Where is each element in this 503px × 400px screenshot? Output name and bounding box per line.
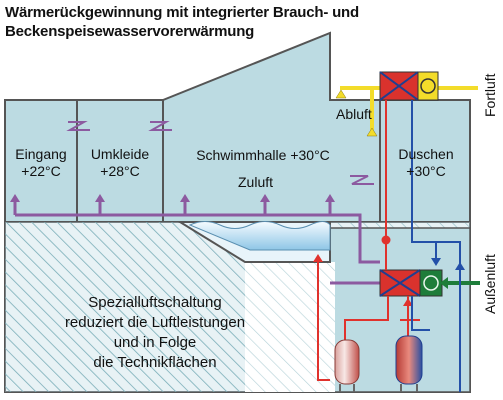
note-line-1: Spezialluftschaltung <box>88 294 222 311</box>
exhaust-grilles <box>335 89 378 137</box>
label-zuluft: Zuluft <box>238 174 274 190</box>
room-label-schwimmhalle: Schwimmhalle +30°C <box>196 147 330 163</box>
room-temp-duschen: +30°C <box>406 163 446 179</box>
hot-water-tank <box>395 335 423 392</box>
room-name-umkleide: Umkleide <box>90 146 150 162</box>
room-temp-eingang: +22°C <box>21 163 61 179</box>
room-label-duschen: Duschen +30°C <box>384 146 468 180</box>
exhaust-air-duct <box>340 86 478 130</box>
roof-heat-recovery-unit <box>379 71 439 101</box>
room-label-umkleide: Umkleide +28°C <box>79 146 161 180</box>
room-name-eingang: Eingang <box>15 146 67 162</box>
cold-water-pipes <box>411 100 461 392</box>
supply-outlet-arrows <box>10 194 335 202</box>
room-temp-umkleide: +28°C <box>100 163 140 179</box>
note-line-2: reduziert die Luftleistungen <box>64 314 246 331</box>
label-aussenluft: Außenluft <box>482 254 498 314</box>
hot-water-arrows <box>313 235 413 306</box>
title-line-2: Beckenspeisewasservorerwärmung <box>5 23 255 40</box>
diagram-title: Wärmerückgewinnung mit integrierter Brau… <box>5 3 359 41</box>
basement-note: Spezialluftschaltung reduziert die Luftl… <box>35 293 275 373</box>
preheat-tank <box>334 339 360 392</box>
note-line-3: und in Folge <box>113 334 197 351</box>
basement-heat-recovery-unit <box>379 269 443 297</box>
room-name-duschen: Duschen <box>398 146 454 162</box>
cold-water-arrows <box>431 258 465 270</box>
note-line-4: die Technikflächen <box>93 354 217 371</box>
supply-air-duct <box>13 200 380 285</box>
title-line-1: Wärmerückgewinnung mit integrierter Brau… <box>5 4 359 21</box>
room-label-eingang: Eingang +22°C <box>7 146 75 180</box>
label-abluft: Abluft <box>336 106 372 122</box>
transfer-air-arrows <box>66 121 374 185</box>
swimming-pool <box>176 221 331 263</box>
label-fortluft: Fortluft <box>482 73 498 117</box>
